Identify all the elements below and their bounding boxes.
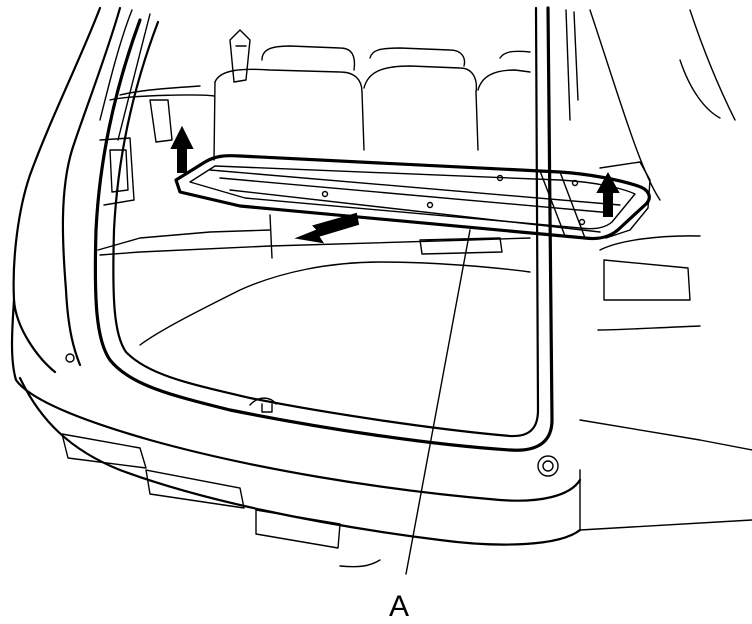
cargo-floor xyxy=(99,214,531,413)
interior-left-trim xyxy=(97,85,271,251)
cargo-opening xyxy=(93,6,554,452)
cargo-cover-panel xyxy=(174,154,651,241)
lift-arrow-right-icon xyxy=(596,171,620,217)
callout-a: A xyxy=(389,229,471,623)
pull-out-arrow-icon xyxy=(294,212,360,244)
callout-a-label: A xyxy=(389,590,409,623)
rear-seats xyxy=(109,29,531,161)
lift-arrow-left-icon xyxy=(170,125,194,173)
rear-bumper xyxy=(10,298,752,568)
right-side-trim xyxy=(546,6,736,422)
left-body-pillar xyxy=(12,6,151,374)
